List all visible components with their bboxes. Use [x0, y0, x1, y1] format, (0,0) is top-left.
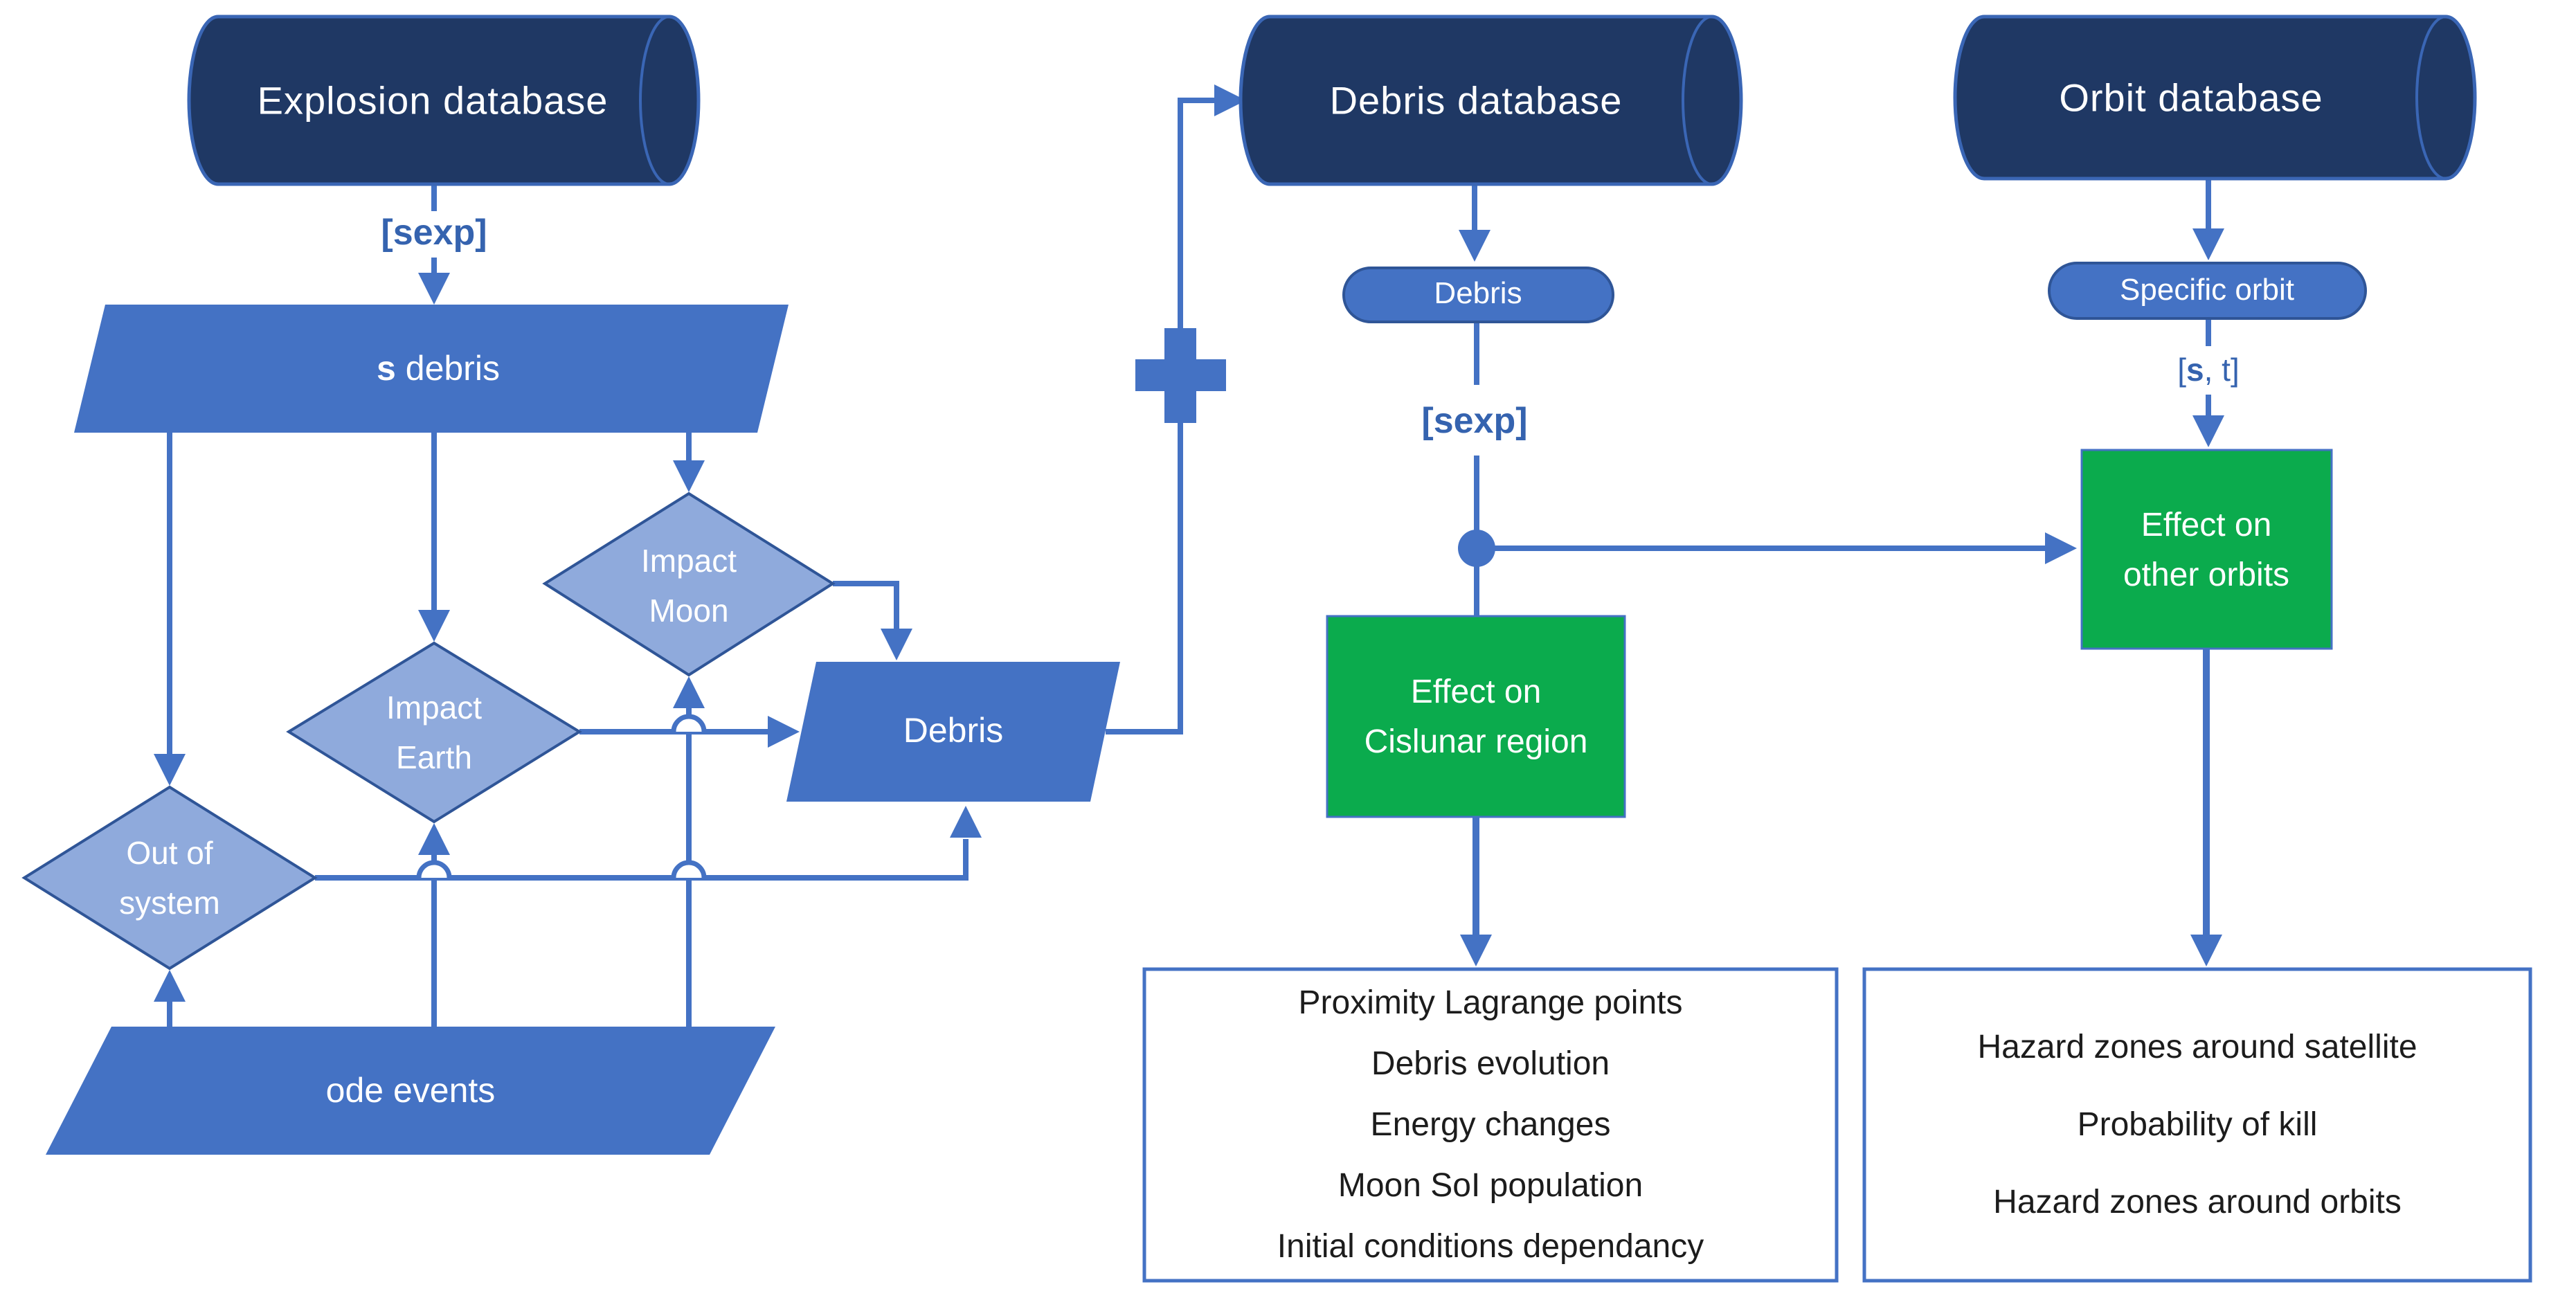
impact-moon-line2: Moon [649, 593, 729, 629]
effect-cislunar-line1: Effect on [1410, 674, 1542, 710]
out-of-system-label: Out of system [119, 828, 220, 928]
out-of-system-line2: system [119, 885, 220, 921]
st-label-pre: [ [2177, 352, 2187, 388]
debris-parallelogram-label: Debris [903, 711, 1004, 750]
sexp-label-left: [sexp] [381, 213, 487, 253]
effect-other-orbits-label: Effect on other orbits [2123, 501, 2289, 600]
arrow-into-impactearth-bottom [418, 823, 450, 855]
effect-cislunar-line2: Cislunar region [1364, 723, 1588, 760]
ode-events-label: ode events [325, 1071, 496, 1110]
plus-merge-icon [1135, 328, 1226, 423]
connector-lines [167, 98, 2211, 1027]
edge-outofsystem-to-debris [315, 839, 969, 881]
st-label: [s, t] [2177, 351, 2240, 388]
result-item: Hazard zones around orbits [1993, 1184, 2402, 1220]
effect-other-orbits-box [2080, 449, 2333, 650]
arrow-into-debris-pill [1459, 230, 1490, 262]
arrow-into-outofsystem-top [154, 754, 186, 786]
s-debris-label-bold: s [377, 349, 396, 388]
impact-moon-label: Impact Moon [641, 536, 737, 636]
result-item: Energy changes [1370, 1106, 1611, 1143]
arrow-into-debrisdb [1214, 84, 1246, 116]
arrow-into-cislunar-results [1460, 935, 1492, 966]
arrow-into-specificorbit-pill [2192, 228, 2224, 260]
st-label-post: , t] [2204, 352, 2240, 388]
result-item: Initial conditions dependancy [1277, 1228, 1704, 1265]
result-item: Debris evolution [1371, 1045, 1610, 1082]
specific-orbit-pill [2048, 262, 2367, 320]
impact-earth-label: Impact Earth [386, 683, 482, 782]
result-item: Moon SoI population [1337, 1167, 1643, 1204]
arrow-into-otherorbits-top [2192, 415, 2224, 447]
effect-cislunar-box [1326, 615, 1626, 818]
result-item: Probability of kill [2077, 1106, 2318, 1143]
orbit-results-box [1862, 967, 2532, 1283]
effect-other-orbits-line2: other orbits [2123, 557, 2290, 593]
arrow-into-otherorbits-left [2045, 532, 2077, 564]
debris-database-label: Debris database [1329, 78, 1623, 123]
result-item: Proximity Lagrange points [1298, 984, 1683, 1021]
cislunar-results-box [1142, 967, 1839, 1283]
effect-other-orbits-line1: Effect on [2141, 507, 2272, 543]
debris-pill [1342, 267, 1614, 323]
arrow-into-debris-top [881, 629, 912, 660]
st-label-bold: s [2186, 352, 2204, 388]
result-item: Hazard zones around satellite [1977, 1029, 2417, 1065]
edge-debris-to-debrisdb [1106, 98, 1216, 734]
edge-impactmoon-to-debris [833, 581, 899, 630]
out-of-system-diamond [21, 785, 318, 971]
arrow-into-debris-bottom [950, 806, 982, 838]
s-debris-label: s debris [377, 348, 500, 388]
impact-moon-line1: Impact [640, 543, 737, 579]
impact-earth-line1: Impact [386, 689, 483, 725]
sexp-label-center: [sexp] [1421, 401, 1528, 441]
debris-database-cylinder [1239, 15, 1743, 186]
arrow-into-impactearth-top [418, 610, 450, 642]
s-debris-label-rest: debris [395, 349, 500, 388]
explosion-database-label: Explosion database [257, 78, 609, 123]
ode-events-parallelogram [46, 1027, 775, 1155]
impact-moon-diamond [542, 492, 836, 677]
explosion-database-cylinder [187, 15, 701, 186]
hop-outofsystem-over-moonline [671, 860, 707, 878]
arrow-into-sdebris [418, 273, 450, 305]
orbit-results-list: Hazard zones around satellite Probabilit… [1864, 969, 2530, 1281]
arrow-into-outofsystem-bottom [154, 970, 186, 1002]
debris-parallelogram [786, 662, 1120, 802]
effect-cislunar-label: Effect on Cislunar region [1364, 667, 1588, 767]
junction-dot [1458, 530, 1495, 567]
arrow-into-impactmoon-top [673, 460, 705, 492]
line-hop-arcs [416, 714, 707, 878]
impact-earth-diamond [286, 641, 582, 824]
cislunar-results-list: Proximity Lagrange points Debris evoluti… [1144, 969, 1837, 1281]
impact-earth-line2: Earth [396, 739, 472, 775]
orbit-database-cylinder [1953, 15, 2477, 181]
arrowheads [154, 84, 2224, 1002]
hop-earthline-over-moonline [671, 714, 707, 732]
out-of-system-line1: Out of [126, 835, 213, 871]
hop-outofsystem-over-earthline [416, 860, 452, 878]
debris-pill-label: Debris [1434, 276, 1522, 310]
arrow-into-orbit-results [2190, 935, 2222, 966]
s-debris-parallelogram [74, 305, 789, 433]
orbit-database-label: Orbit database [2059, 75, 2323, 120]
arrow-into-debris-left [768, 716, 800, 748]
arrow-into-impactmoon-bottom [673, 676, 705, 708]
specific-orbit-pill-label: Specific orbit [2120, 273, 2294, 307]
